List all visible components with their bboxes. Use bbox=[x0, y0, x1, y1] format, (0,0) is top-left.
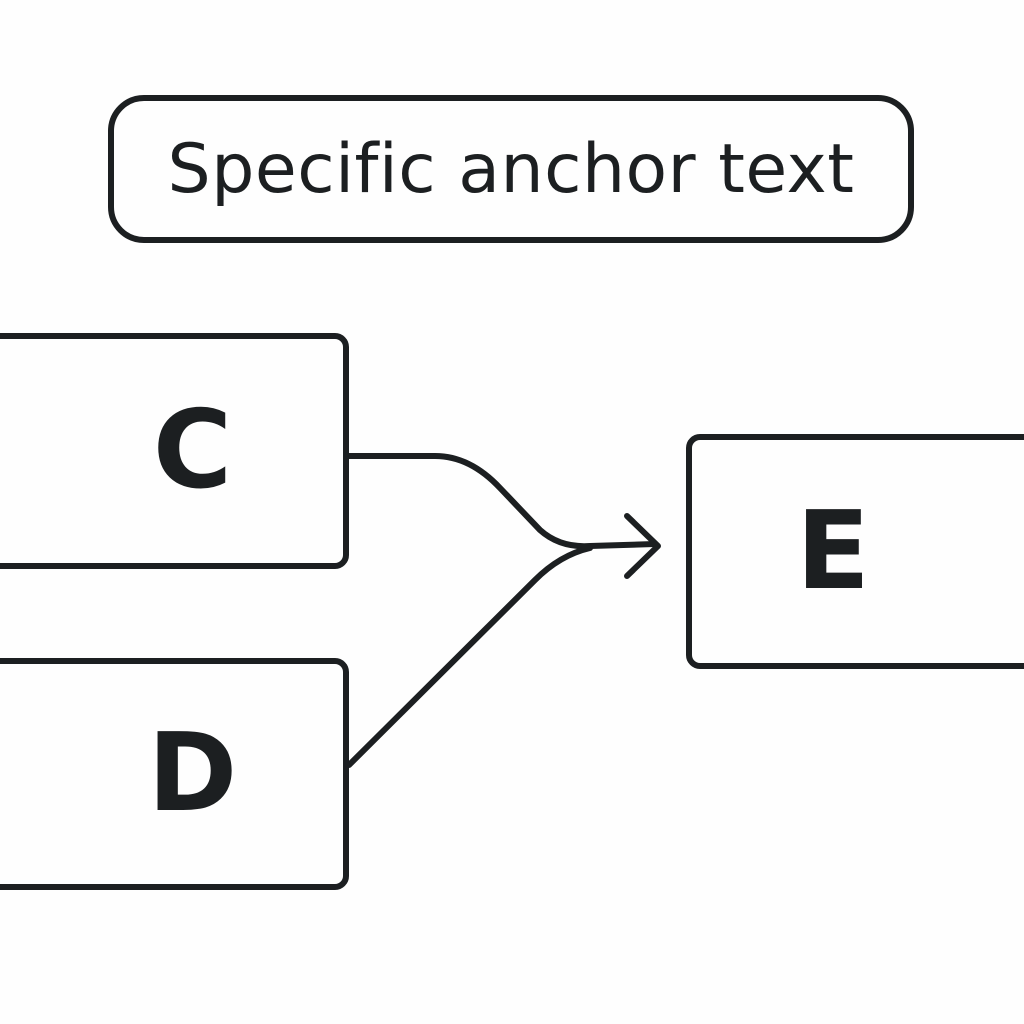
node-c-label: C bbox=[152, 388, 233, 513]
edge-d-to-e bbox=[346, 545, 593, 768]
node-d: D bbox=[0, 658, 349, 890]
title-box: Specific anchor text bbox=[108, 95, 914, 243]
node-e: E bbox=[686, 434, 1024, 669]
node-c: C bbox=[0, 333, 349, 569]
node-e-label: E bbox=[796, 488, 870, 614]
arrowhead-icon bbox=[624, 513, 661, 579]
node-d-label: D bbox=[147, 711, 238, 836]
edge-c-to-e bbox=[346, 453, 658, 550]
title-text: Specific anchor text bbox=[167, 129, 855, 209]
